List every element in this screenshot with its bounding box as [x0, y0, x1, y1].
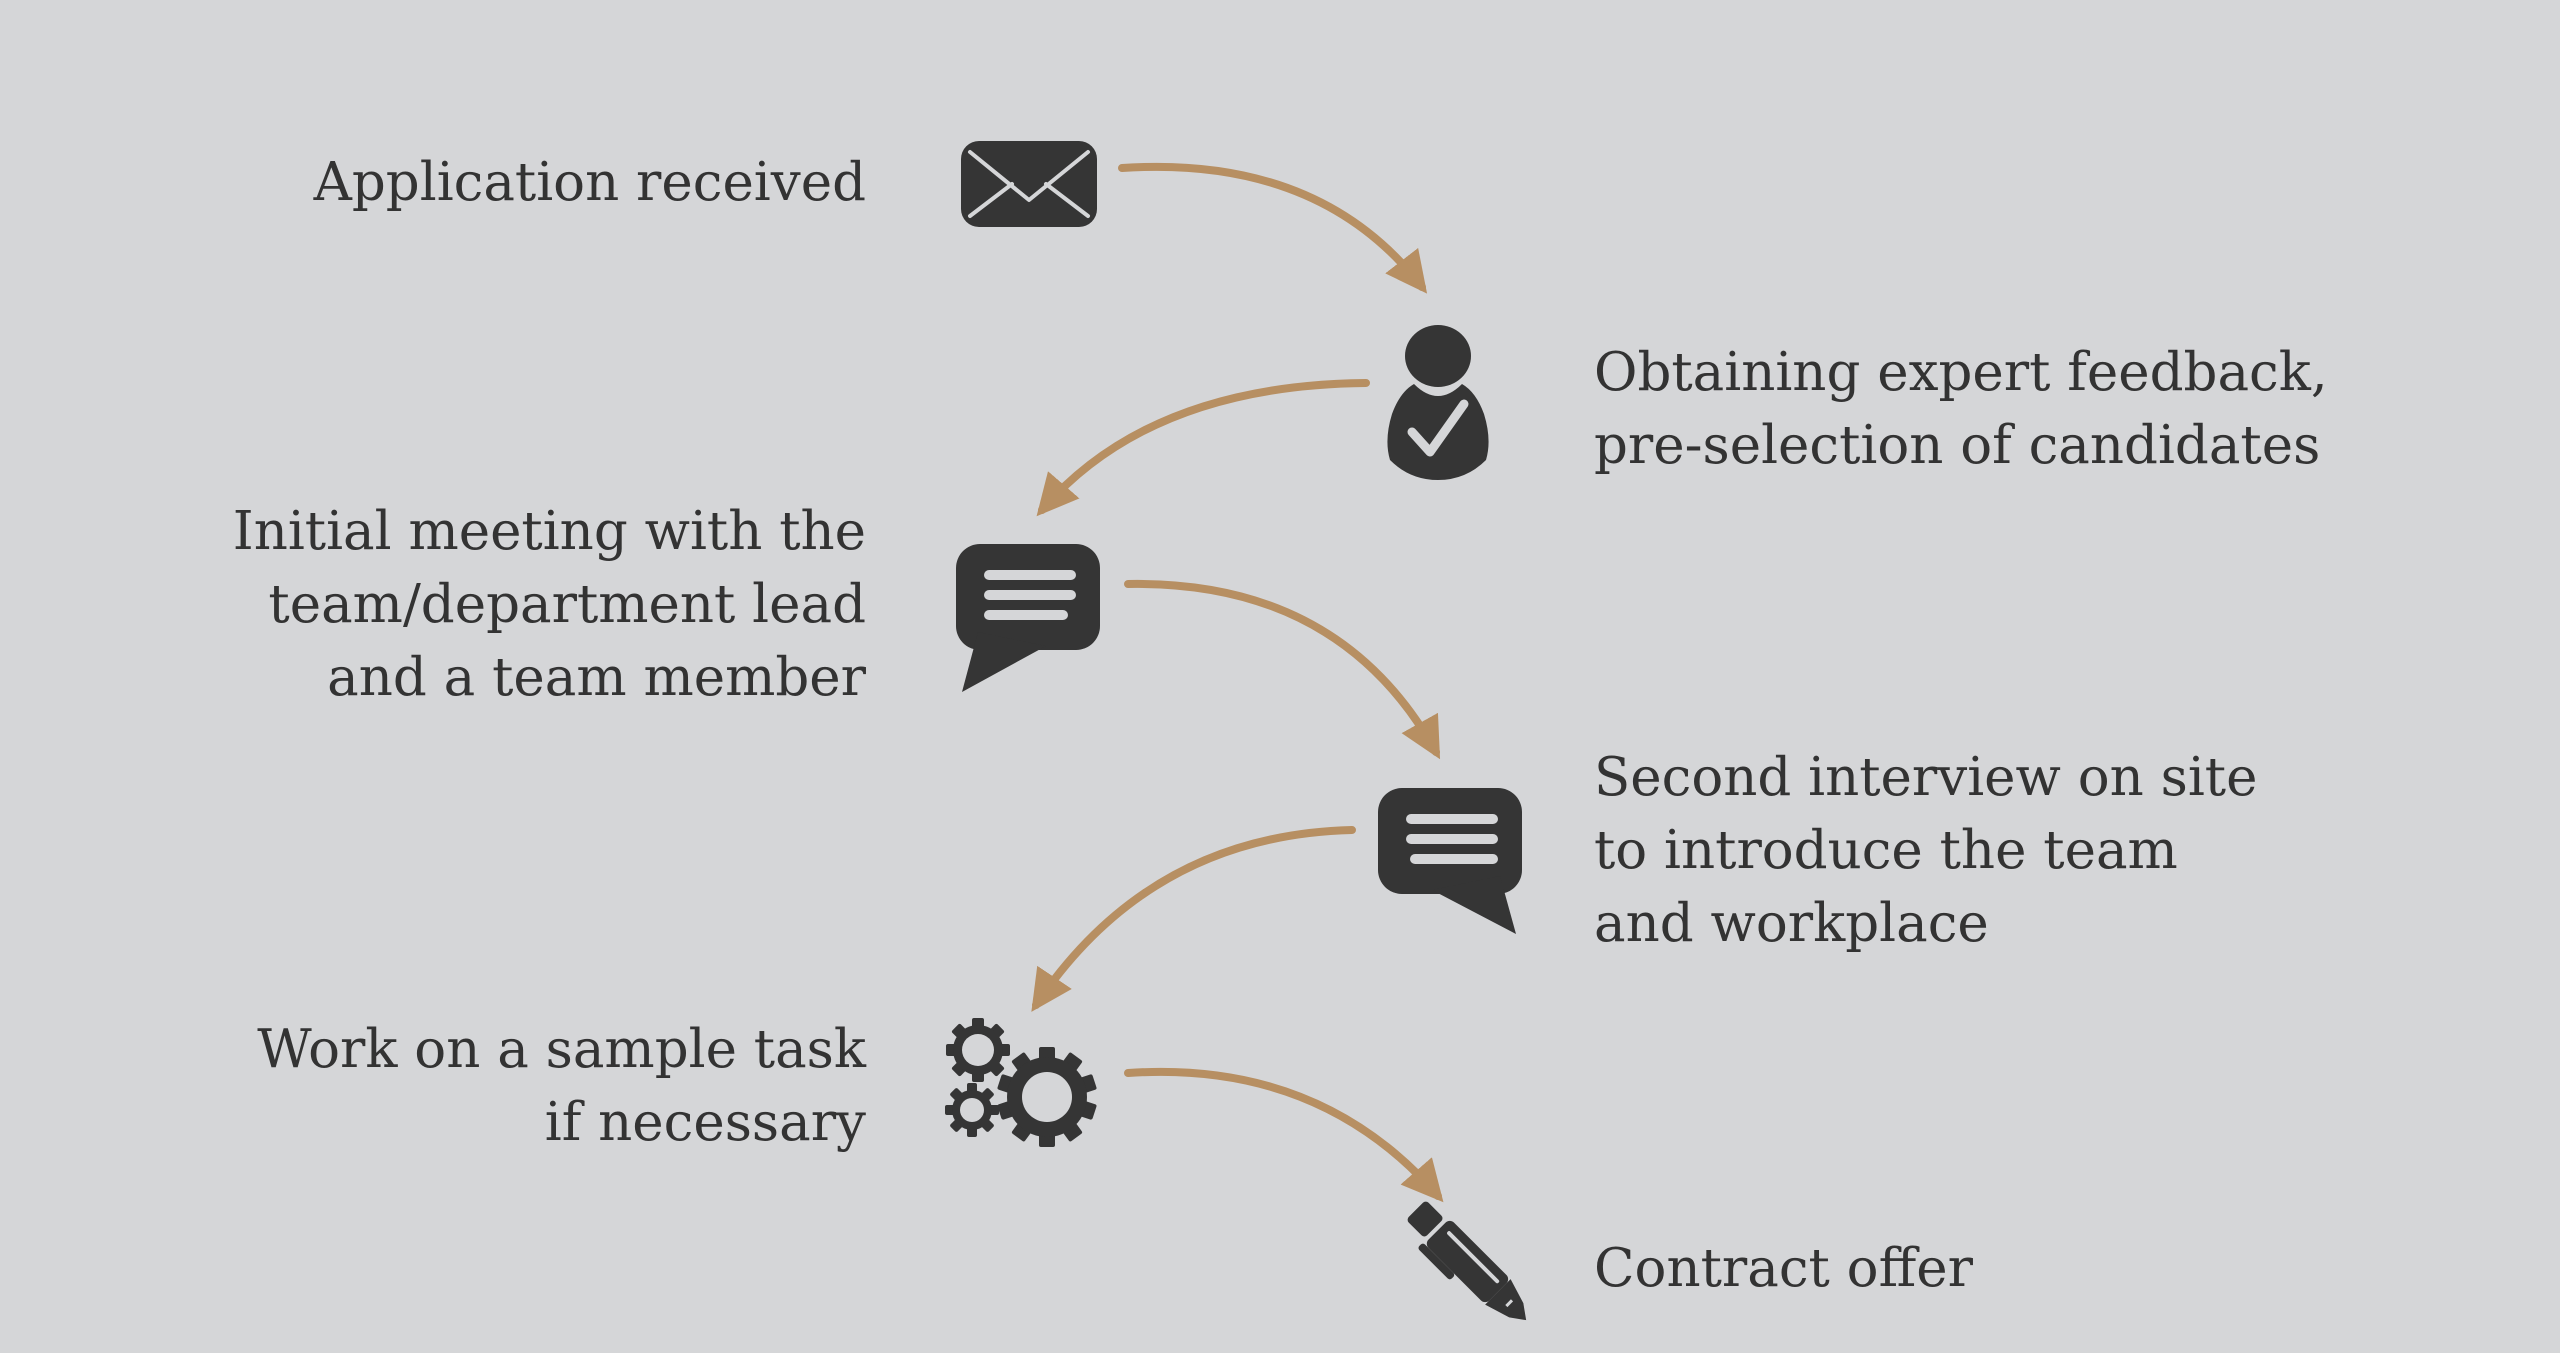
step-2-line-1: Obtaining expert feedback,	[1594, 342, 2328, 403]
step-5-line-1: Work on a sample task	[257, 1019, 866, 1080]
small-gear-icon	[946, 1018, 1010, 1082]
arrow-step2-to-step3	[1036, 379, 1370, 517]
step-3-line-3: and a team member	[327, 647, 866, 708]
speech-bubble-icon	[956, 544, 1100, 692]
step-2-label: Obtaining expert feedback, pre-selection…	[1594, 336, 2328, 482]
step-3-line-2: team/department lead	[268, 574, 866, 635]
step-4-label: Second interview on site to introduce th…	[1594, 741, 2257, 960]
step-4-line-1: Second interview on site	[1594, 747, 2258, 808]
speech-bubble-icon	[1378, 788, 1522, 934]
step-6-line-1: Contract offer	[1594, 1238, 1973, 1299]
step-5-line-2: if necessary	[544, 1092, 866, 1153]
arrow-step3-to-step4	[1124, 579, 1441, 760]
person-check-icon	[1387, 325, 1489, 480]
gears-icon	[945, 1018, 1097, 1147]
arrow-step1-to-step2	[1118, 162, 1428, 294]
envelope-icon	[961, 141, 1097, 227]
step-3-line-1: Initial meeting with the	[232, 501, 866, 562]
step-6-label: Contract offer	[1594, 1232, 1973, 1305]
step-1-label: Application received	[314, 146, 866, 219]
arrow-step5-to-step6	[1124, 1067, 1444, 1203]
pen-icon	[1407, 1201, 1527, 1321]
step-4-line-2: to introduce the team	[1594, 820, 2178, 881]
step-2-line-2: pre-selection of candidates	[1594, 415, 2321, 476]
step-5-label: Work on a sample task if necessary	[257, 1013, 866, 1159]
tiny-gear-icon	[945, 1083, 999, 1137]
step-1-line-1: Application received	[313, 152, 866, 213]
arrow-step4-to-step5	[1031, 826, 1356, 1012]
step-3-label: Initial meeting with the team/department…	[233, 495, 866, 714]
step-4-line-3: and workplace	[1594, 893, 1989, 954]
large-gear-icon	[997, 1047, 1097, 1147]
